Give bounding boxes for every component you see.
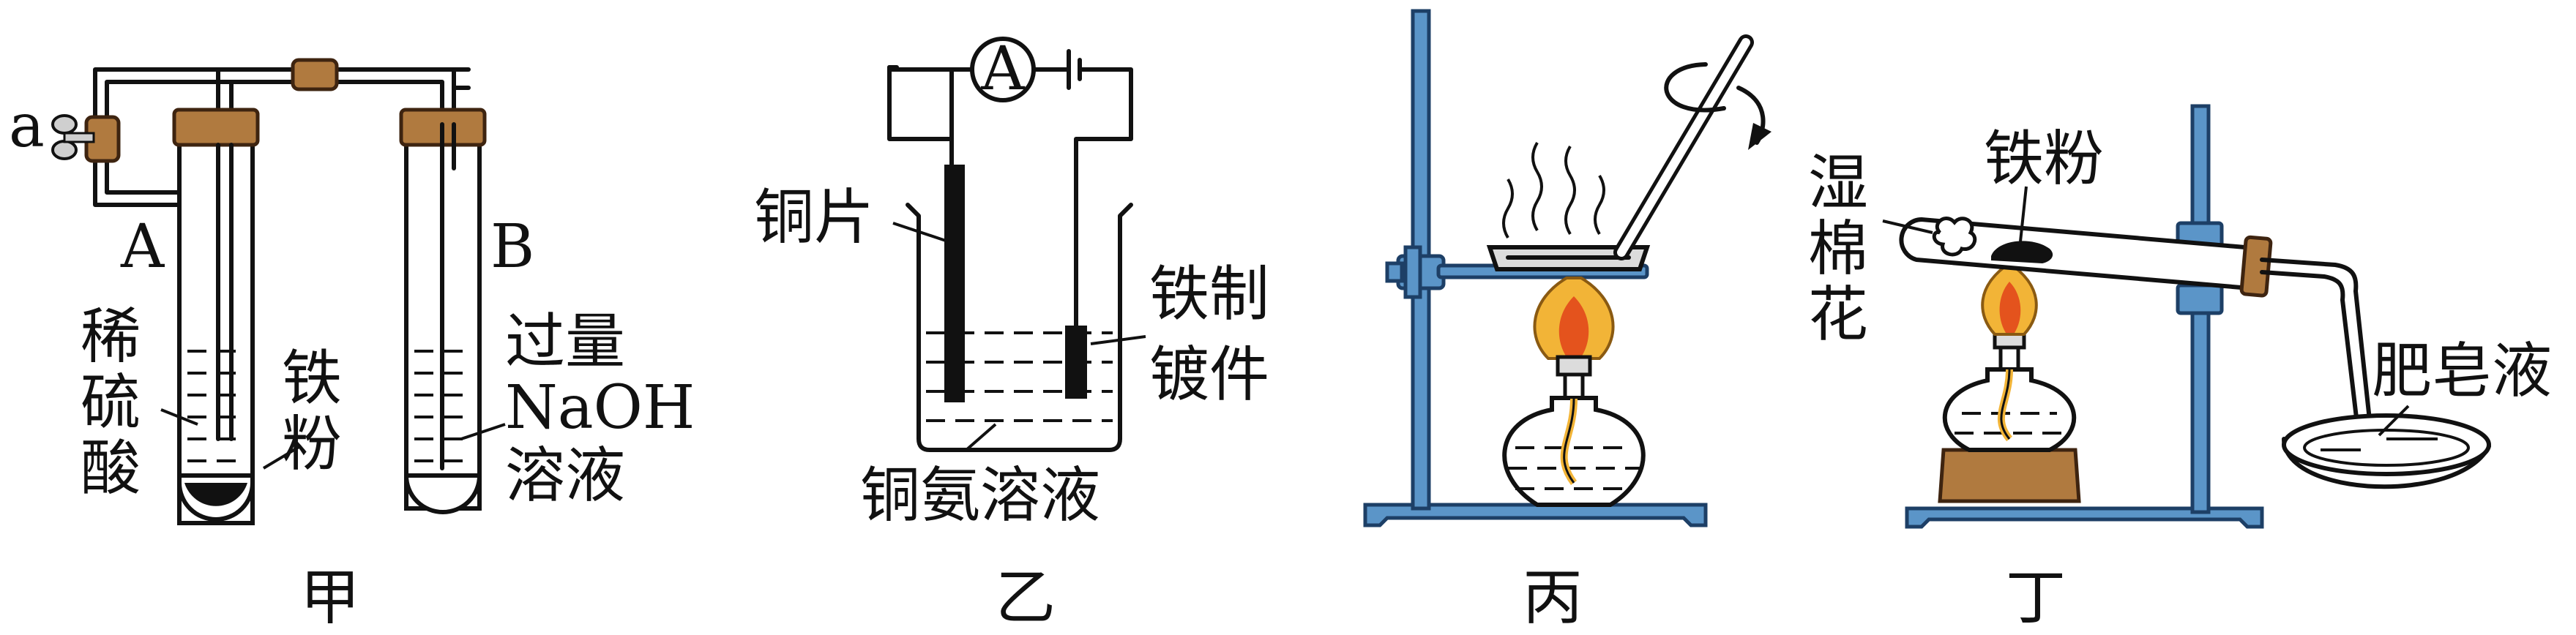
acid-label-2: 硫	[81, 368, 141, 437]
flame-icon	[1533, 277, 1615, 360]
test-tube-ding	[1899, 217, 2273, 298]
acid-label-3: 酸	[81, 434, 141, 503]
battery-icon	[1067, 49, 1082, 90]
iron-part-label-1: 铁制	[1149, 260, 1269, 329]
panel-ding: 湿 棉 花 铁粉 肥皂液 丁	[1808, 104, 2552, 633]
panel-bing: 丙	[1363, 9, 1772, 633]
naoh-label-1: 过量	[505, 307, 625, 377]
delivery-tube	[2260, 258, 2375, 457]
beaker	[906, 203, 1133, 452]
stand-base-ding	[1905, 506, 2264, 529]
caption-yi: 乙	[996, 563, 1056, 633]
steam-icon	[1502, 141, 1605, 239]
acid-label-1: 稀	[81, 302, 141, 372]
caption-bing: 丙	[1523, 563, 1583, 633]
soap-label: 肥皂液	[2372, 337, 2552, 406]
soap-dish	[2282, 413, 2491, 489]
test-tube-b	[399, 108, 487, 514]
iron-part-label-2: 镀件	[1149, 340, 1269, 410]
stand-base	[1363, 503, 1708, 527]
cotton-label-2: 棉	[1808, 214, 1868, 284]
iron-powder-label-2: 粉	[282, 410, 342, 479]
iron-plated-part	[1065, 326, 1087, 399]
naoh-label-2: NaOH	[505, 373, 695, 443]
ammeter	[970, 37, 1036, 102]
caption-jia: 甲	[300, 563, 360, 633]
solution-label: 铜氨溶液	[860, 461, 1100, 530]
panel-yi: A 铜片 铁制 镀件 铜氨溶液 乙	[754, 34, 1269, 633]
valve-label: a	[9, 91, 45, 161]
iron-powder-pile	[1991, 241, 2053, 263]
alcohol-lamp-ding	[1942, 331, 2077, 452]
copper-sheet-label: 铜片	[754, 183, 874, 252]
alcohol-lamp	[1502, 355, 1646, 507]
cotton-label-1: 湿	[1808, 149, 1868, 218]
caption-ding: 丁	[2006, 563, 2066, 633]
tube-b-label: B	[490, 212, 534, 282]
iron-powder-label-ding: 铁粉	[1984, 124, 2104, 194]
naoh-label-3: 溶液	[505, 441, 625, 511]
wet-cotton	[1932, 217, 1977, 257]
tube-a-label: A	[120, 212, 165, 282]
rotation-arrow-icon	[1664, 62, 1772, 150]
rubber-connector	[291, 58, 339, 91]
clamp-a	[51, 114, 121, 163]
panel-jia: a A B 稀 硫 酸 铁 粉 过量 NaOH 溶液 甲	[9, 58, 695, 633]
flame-icon-ding	[1981, 261, 2038, 336]
ammeter-label: A	[980, 34, 1026, 104]
glass-rod	[1613, 34, 1754, 260]
wooden-block	[1938, 448, 2081, 503]
iron-powder-label-1: 铁	[282, 344, 342, 413]
iron-powder-deposit	[184, 483, 247, 506]
test-tube-a	[172, 108, 260, 525]
copper-sheet	[944, 165, 965, 402]
cotton-label-3: 花	[1808, 280, 1868, 350]
